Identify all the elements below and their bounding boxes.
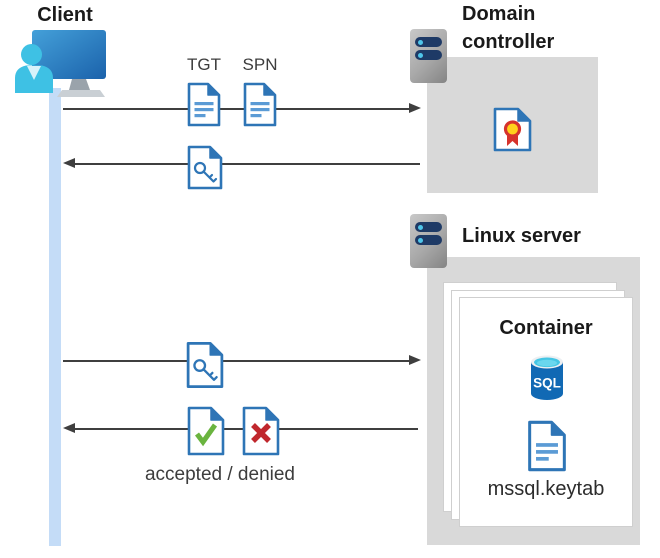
service-ticket-key-document-icon — [186, 341, 224, 389]
keytab-label: mssql.keytab — [487, 478, 605, 500]
container-card-front: Container SQL mssql.keytab — [459, 297, 633, 527]
seal-glyph — [503, 120, 522, 138]
server-led — [418, 52, 423, 58]
client-lifeline — [49, 88, 61, 546]
accepted-document-icon — [187, 406, 225, 456]
spn-document-icon — [243, 82, 277, 127]
person-icon — [15, 44, 53, 93]
spn-label: SPN — [242, 55, 278, 74]
denied-document-icon — [242, 406, 280, 456]
key-glyph — [193, 359, 218, 381]
sql-database-icon: SQL — [531, 355, 563, 400]
tgt-label: TGT — [187, 55, 221, 74]
accepted-denied-label: accepted / denied — [144, 464, 295, 485]
key-glyph — [193, 161, 218, 183]
client-label: Client — [37, 4, 93, 26]
domain-controller-server-icon — [410, 29, 447, 83]
server-bar — [415, 37, 442, 47]
domain-controller-label: Domain controller — [462, 3, 555, 53]
server-bar — [415, 235, 442, 245]
tgt-document-icon — [187, 82, 221, 127]
linux-server-label: Linux server — [462, 225, 581, 247]
sql-icon-label: SQL — [533, 376, 561, 391]
server-bar — [415, 222, 442, 232]
certificate-icon — [493, 107, 532, 152]
server-led — [418, 224, 423, 230]
client-icon — [15, 30, 106, 97]
ticket-key-document-icon — [187, 145, 223, 190]
server-led — [418, 39, 423, 45]
cross-glyph — [251, 423, 271, 443]
container-title: Container — [499, 317, 593, 339]
linux-server-box: Container SQL mssql.keytab — [427, 257, 640, 545]
check-glyph — [195, 423, 218, 447]
server-led — [418, 237, 423, 243]
monitor-icon — [32, 30, 106, 97]
domain-controller-box — [427, 57, 598, 193]
keytab-document-icon — [528, 420, 566, 472]
linux-server-icon — [410, 214, 447, 268]
server-bar — [415, 50, 442, 60]
